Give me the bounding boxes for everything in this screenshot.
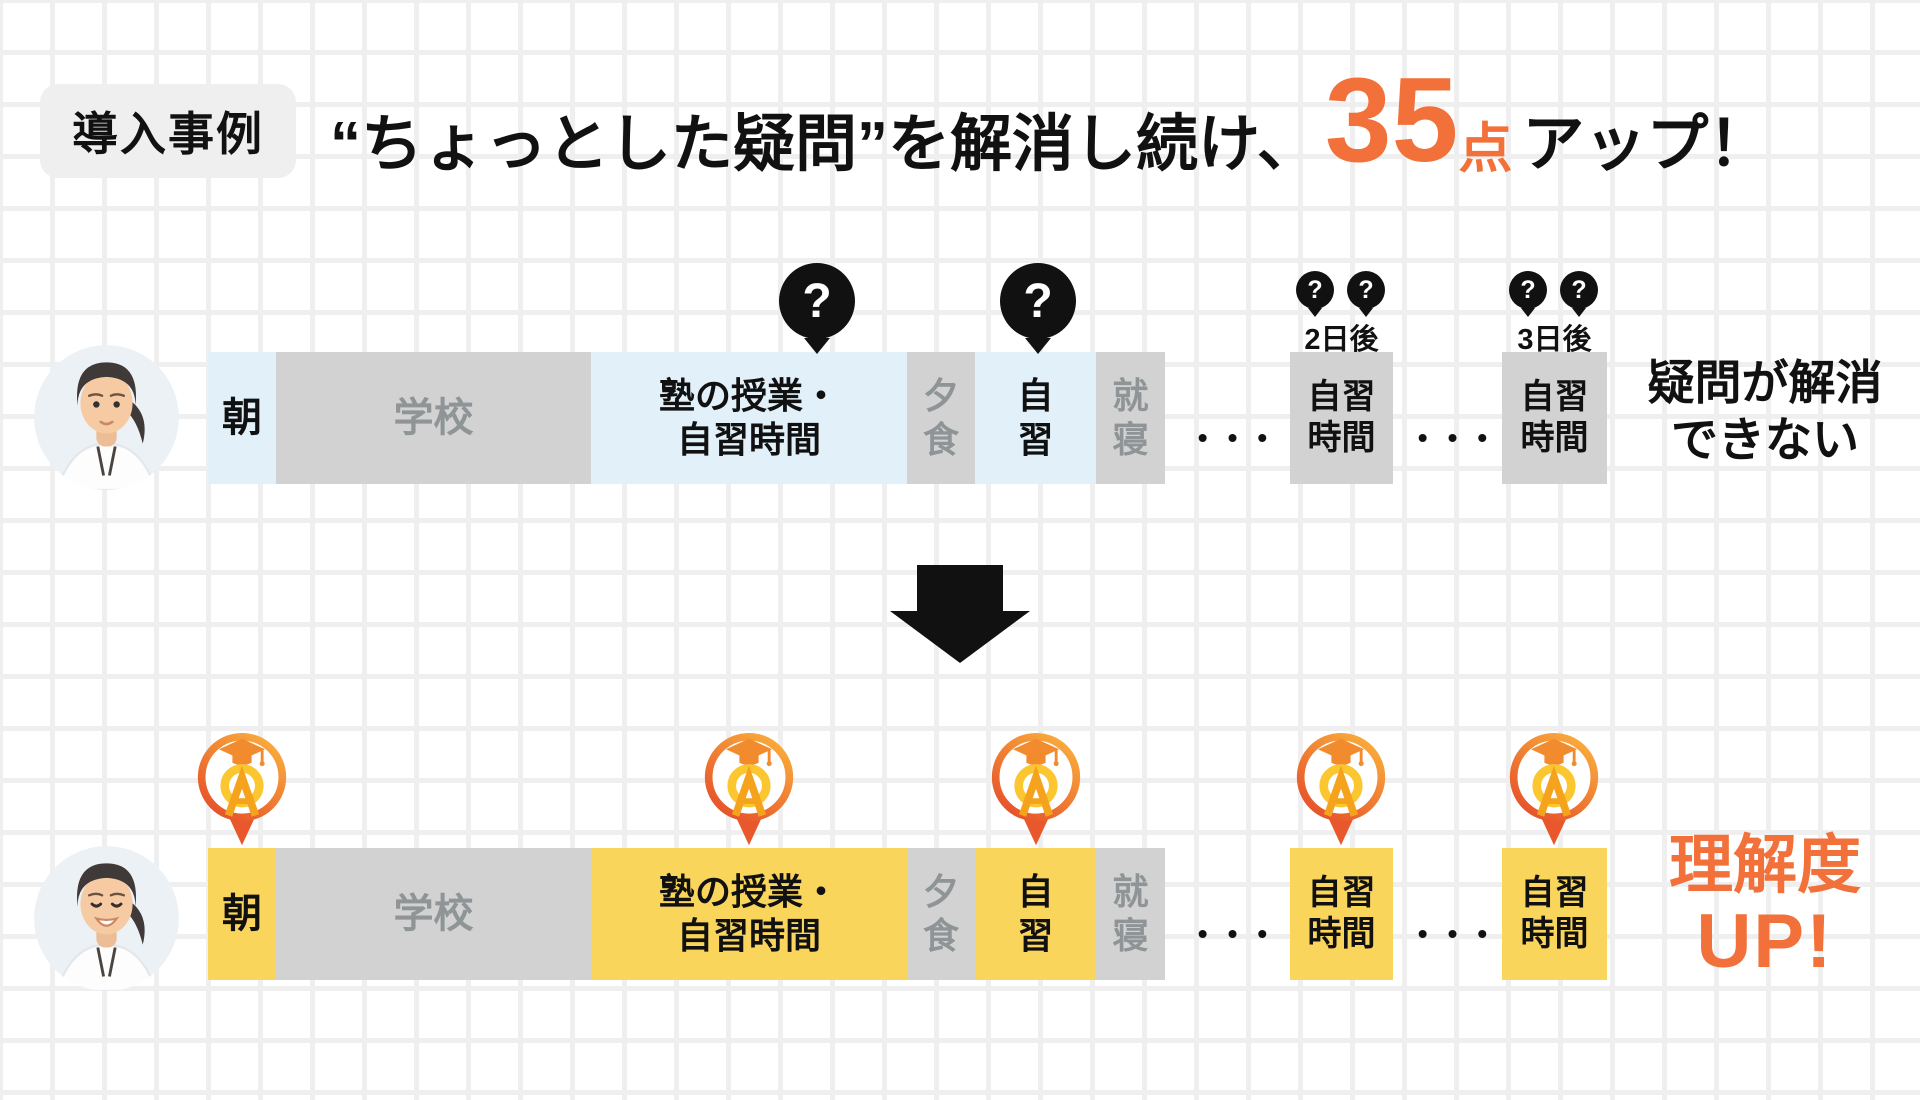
qa-pin-icon <box>988 729 1084 854</box>
qa-pin-icon <box>194 729 290 854</box>
segment-bedtime: 就 寝 <box>1096 352 1165 484</box>
day-label-3days: 3日後 <box>1517 324 1592 356</box>
segment-self-study: 自 習 <box>975 848 1096 980</box>
qa-pin-icon <box>1506 729 1602 854</box>
question-balloon-icon: ? <box>1296 271 1334 309</box>
headline: “ちょっとした疑問”を解消し続け、 35 点 アップ！ <box>330 60 1770 180</box>
timeline-before: 朝 学校 塾の授業・ 自習時間 夕 食 自 習 就 寝 ••• 自習 時間 ••… <box>0 352 1920 484</box>
segment-self-study: 自 習 <box>975 352 1096 484</box>
segment-dinner: 夕 食 <box>907 848 975 980</box>
badge-label: 導入事例 <box>72 108 264 160</box>
segment-bedtime: 就 寝 <box>1096 848 1165 980</box>
result-text-before: 疑問が解消 できない <box>1647 356 1883 467</box>
ellipsis-dots-icon: ••• <box>1417 422 1508 453</box>
headline-pre: “ちょっとした疑問”を解消し続け、 <box>330 110 1319 179</box>
self-study-block-3days: 自習 時間 <box>1502 352 1607 484</box>
self-study-block-2days: 自習 時間 <box>1290 352 1393 484</box>
segment-cram-school: 塾の授業・ 自習時間 <box>591 352 907 484</box>
qa-pin-icon <box>1293 729 1389 854</box>
ellipsis-dots-icon: ••• <box>1197 918 1288 949</box>
segment-cram-school: 塾の授業・ 自習時間 <box>591 848 907 980</box>
day-label-2days: 2日後 <box>1304 324 1379 356</box>
ellipsis-dots-icon: ••• <box>1197 422 1288 453</box>
segment-dinner: 夕 食 <box>907 352 975 484</box>
down-arrow-icon <box>890 565 1030 663</box>
result-text-after: 理解度 UP! <box>1669 829 1861 985</box>
segment-school: 学校 <box>276 352 591 484</box>
qa-pin-icon <box>701 729 797 854</box>
ellipsis-dots-icon: ••• <box>1417 918 1508 949</box>
question-balloon-icon: ? <box>1000 263 1076 339</box>
segment-morning: 朝 <box>208 352 276 484</box>
timeline-after: 朝 学校 塾の授業・ 自習時間 夕 食 自 習 就 寝 ••• 自習 時間 ••… <box>0 848 1920 980</box>
question-balloon-icon: ? <box>1560 271 1598 309</box>
question-balloon-icon: ? <box>1509 271 1547 309</box>
headline-score: 35 <box>1324 53 1459 187</box>
case-study-badge: 導入事例 <box>40 84 296 178</box>
self-study-block-2days: 自習 時間 <box>1290 848 1393 980</box>
segment-morning: 朝 <box>208 848 276 980</box>
segment-school: 学校 <box>276 848 591 980</box>
question-balloon-icon: ? <box>779 263 855 339</box>
self-study-block-3days: 自習 時間 <box>1502 848 1607 980</box>
headline-score-unit: 点 <box>1458 119 1513 179</box>
question-balloon-icon: ? <box>1347 271 1385 309</box>
headline-post: アップ！ <box>1522 110 1771 179</box>
